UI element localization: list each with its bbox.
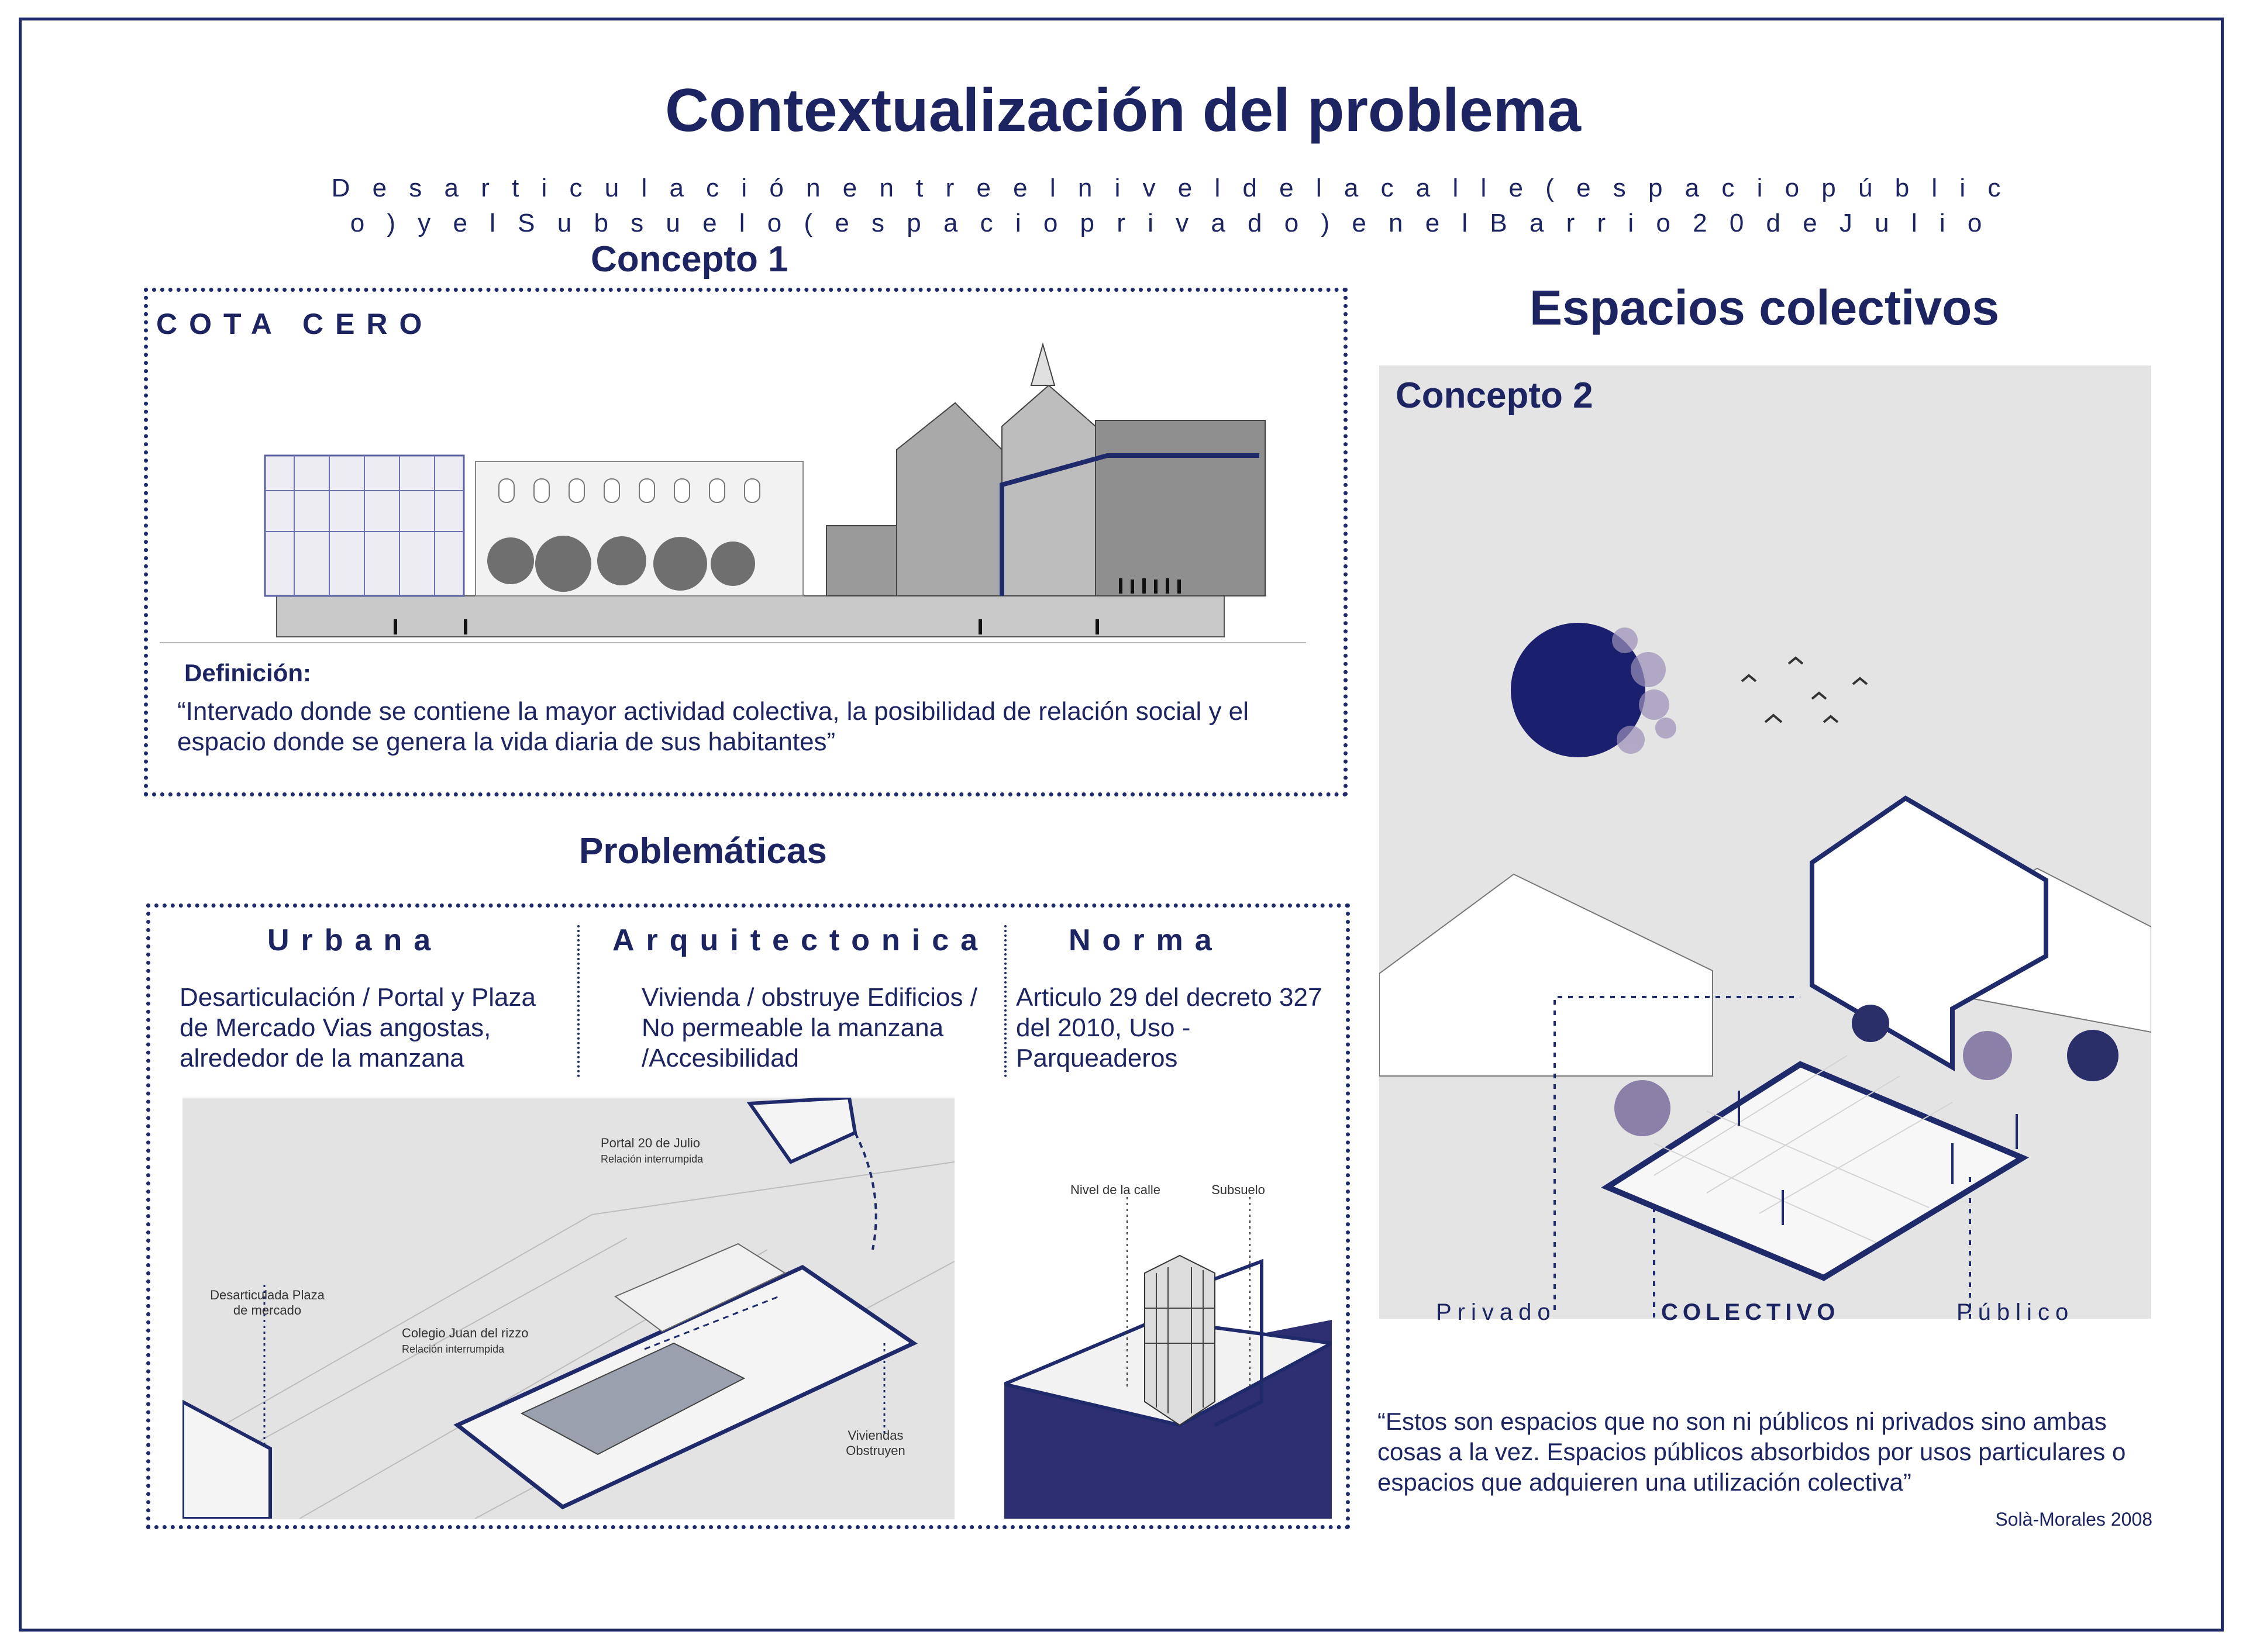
concepto1-heading: Concepto 1 — [591, 239, 788, 280]
concepto2-citation: Solà-Morales 2008 — [1995, 1509, 2152, 1530]
col-arquitectonica-title: Arquitectonica — [612, 923, 990, 957]
map-label-portal-sub: Relación interrumpida — [601, 1153, 704, 1165]
map-label-viviendas: Viviendas Obstruyen — [846, 1428, 905, 1458]
column-divider-2 — [1004, 925, 1007, 1077]
label-colectivo: COLECTIVO — [1661, 1299, 1840, 1325]
column-divider-1 — [577, 925, 580, 1077]
cota-cero-box: COTA CERO — [144, 288, 1348, 796]
definition-text: “Intervado donde se contiene la mayor ac… — [177, 697, 1249, 756]
label-privado: Privado — [1436, 1299, 1556, 1325]
collective-space-diagram — [1379, 623, 2151, 1319]
concepto2-title: Concepto 2 — [1396, 375, 1593, 416]
map-label-portal: Portal 20 de Julio — [601, 1136, 700, 1150]
map-label-plaza: Desarticulada Plaza de mercado — [210, 1288, 325, 1318]
col-urbana-text: Desarticulación / Portal y Plaza de Merc… — [180, 983, 536, 1072]
section-label-nivel: Nivel de la calle — [1070, 1182, 1161, 1197]
definition-label: Definición: — [184, 659, 311, 687]
problematicas-box: Urbana Arquitectonica Norma Desarticulac… — [146, 903, 1350, 1529]
map-label-colegio: Colegio Juan del rizzo — [402, 1326, 529, 1340]
col-arquitectonica-text: Vivienda / obstruye Edificios / No perme… — [642, 983, 977, 1072]
cota-cero-title: COTA CERO — [156, 308, 434, 340]
col-norma-text: Articulo 29 del decreto 327 del 2010, Us… — [1016, 983, 1322, 1072]
cota-cero-section-drawing — [160, 342, 1306, 643]
page-frame — [19, 18, 2224, 1632]
map-label-colegio-sub: Relación interrumpida — [402, 1343, 505, 1355]
col-norma-title: Norma — [1069, 923, 1224, 957]
section-label-subsuelo: Subsuelo — [1211, 1182, 1265, 1197]
concepto2-panel: Concepto 2 — [1379, 365, 2151, 1319]
page-title: Contextualización del problema — [664, 77, 1582, 144]
page-subtitle: D e s a r t i c u l a c i ó n e n t r e … — [331, 174, 2009, 237]
concepto2-quote: “Estos son espacios que no son ni públic… — [1377, 1408, 2126, 1496]
col-urbana-title: Urbana — [267, 923, 443, 957]
problematicas-heading: Problemáticas — [579, 831, 827, 871]
urban-isometric-map — [182, 1098, 955, 1519]
espacios-heading: Espacios colectivos — [1530, 280, 2000, 335]
label-publico: Público — [1956, 1299, 2075, 1325]
section-diagram — [1004, 1098, 1332, 1519]
